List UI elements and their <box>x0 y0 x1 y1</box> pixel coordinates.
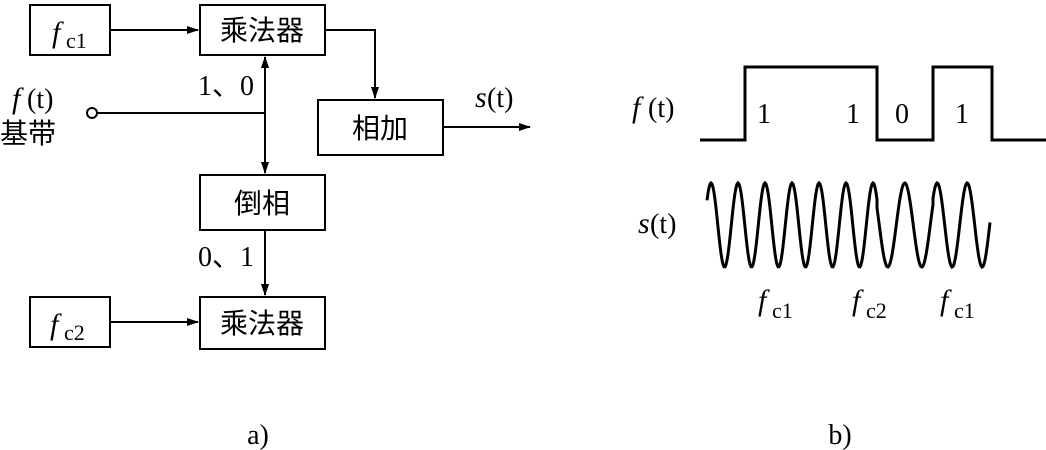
input-terminal <box>86 107 98 119</box>
svg-text:(t): (t) <box>650 209 676 240</box>
multiplier-top-box: 乘法器 <box>199 4 326 56</box>
multiplier-to-adder-arrow <box>325 29 379 99</box>
svg-text:乘法器: 乘法器 <box>220 14 304 47</box>
carrier-label-fc1-right: f c1 <box>940 284 975 323</box>
svg-text:f: f <box>758 284 770 317</box>
svg-text:c1: c1 <box>66 28 87 53</box>
caption-a: a) <box>247 420 269 450</box>
bits-label-bottom: 0、1 <box>198 242 254 273</box>
svg-text:f: f <box>852 284 864 317</box>
waveform-diagram-b: f (t) s (t) 1 1 0 1 f c1 f c2 f c1 b) <box>632 65 1046 450</box>
s-t-label: s (t) <box>638 207 676 240</box>
svg-text:基带: 基带 <box>0 117 56 150</box>
svg-text:s: s <box>475 81 487 114</box>
svg-text:c1: c1 <box>772 298 793 323</box>
svg-text:c2: c2 <box>866 298 887 323</box>
adder-box: 相加 <box>317 99 444 156</box>
svg-text:乘法器: 乘法器 <box>220 307 304 340</box>
svg-text:(t): (t) <box>487 83 513 114</box>
f-t-label: f (t) <box>632 91 674 124</box>
svg-text:(t): (t) <box>648 93 674 124</box>
baseband-waveform <box>700 65 1046 142</box>
output-label: s (t) <box>475 81 513 114</box>
fsk-modulated-waveform <box>705 180 992 269</box>
svg-text:倒相: 倒相 <box>234 187 290 220</box>
fc2-source-box: f c2 <box>29 296 111 348</box>
bit-label: 1 <box>846 99 860 130</box>
svg-text:(t): (t) <box>27 84 53 115</box>
inverter-box: 倒相 <box>199 174 326 231</box>
carrier-label-fc1-left: f c1 <box>758 284 793 323</box>
svg-text:f: f <box>12 82 24 115</box>
input-label: f (t) 基带 <box>0 82 56 150</box>
svg-text:c2: c2 <box>64 320 85 345</box>
bits-label-top: 1、0 <box>198 71 254 102</box>
fc1-source-box: f c1 <box>29 4 111 56</box>
caption-b: b) <box>828 420 851 450</box>
multiplier-bottom-box: 乘法器 <box>199 296 326 350</box>
block-diagram-a: f c1 乘法器 相加 倒相 f c2 乘法器 <box>0 4 531 450</box>
bit-label: 0 <box>895 99 909 130</box>
carrier-label-fc2: f c2 <box>852 284 887 323</box>
svg-text:c1: c1 <box>954 298 975 323</box>
svg-text:f: f <box>940 284 952 317</box>
svg-text:f: f <box>632 91 644 124</box>
bit-label: 1 <box>757 99 771 130</box>
bit-label: 1 <box>955 99 969 130</box>
svg-text:相加: 相加 <box>352 112 408 145</box>
svg-text:s: s <box>638 207 650 240</box>
